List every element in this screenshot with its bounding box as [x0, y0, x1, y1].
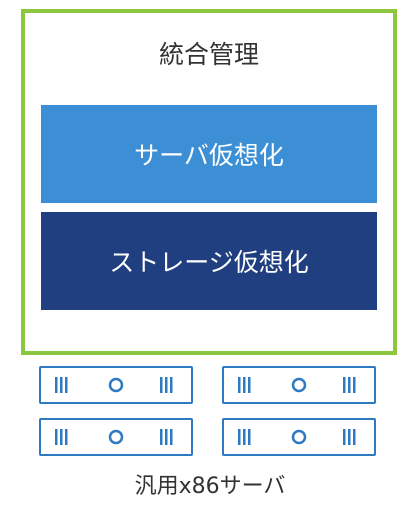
server-virtualization-label: サーバ仮想化 [134, 141, 284, 170]
server-rack-icon [222, 366, 376, 404]
server-rack-icon [39, 366, 193, 404]
server-rack-icon [222, 418, 376, 456]
storage-virtualization-layer: ストレージ仮想化 [41, 212, 377, 310]
server-virtualization-layer: サーバ仮想化 [41, 105, 377, 203]
integrated-management-frame: 統合管理 サーバ仮想化 ストレージ仮想化 [21, 9, 397, 355]
server-caption: 汎用x86サーバ [134, 474, 286, 499]
storage-virtualization-label: ストレージ仮想化 [109, 248, 309, 277]
server-rack-icon [39, 418, 193, 456]
frame-title: 統合管理 [158, 40, 259, 69]
